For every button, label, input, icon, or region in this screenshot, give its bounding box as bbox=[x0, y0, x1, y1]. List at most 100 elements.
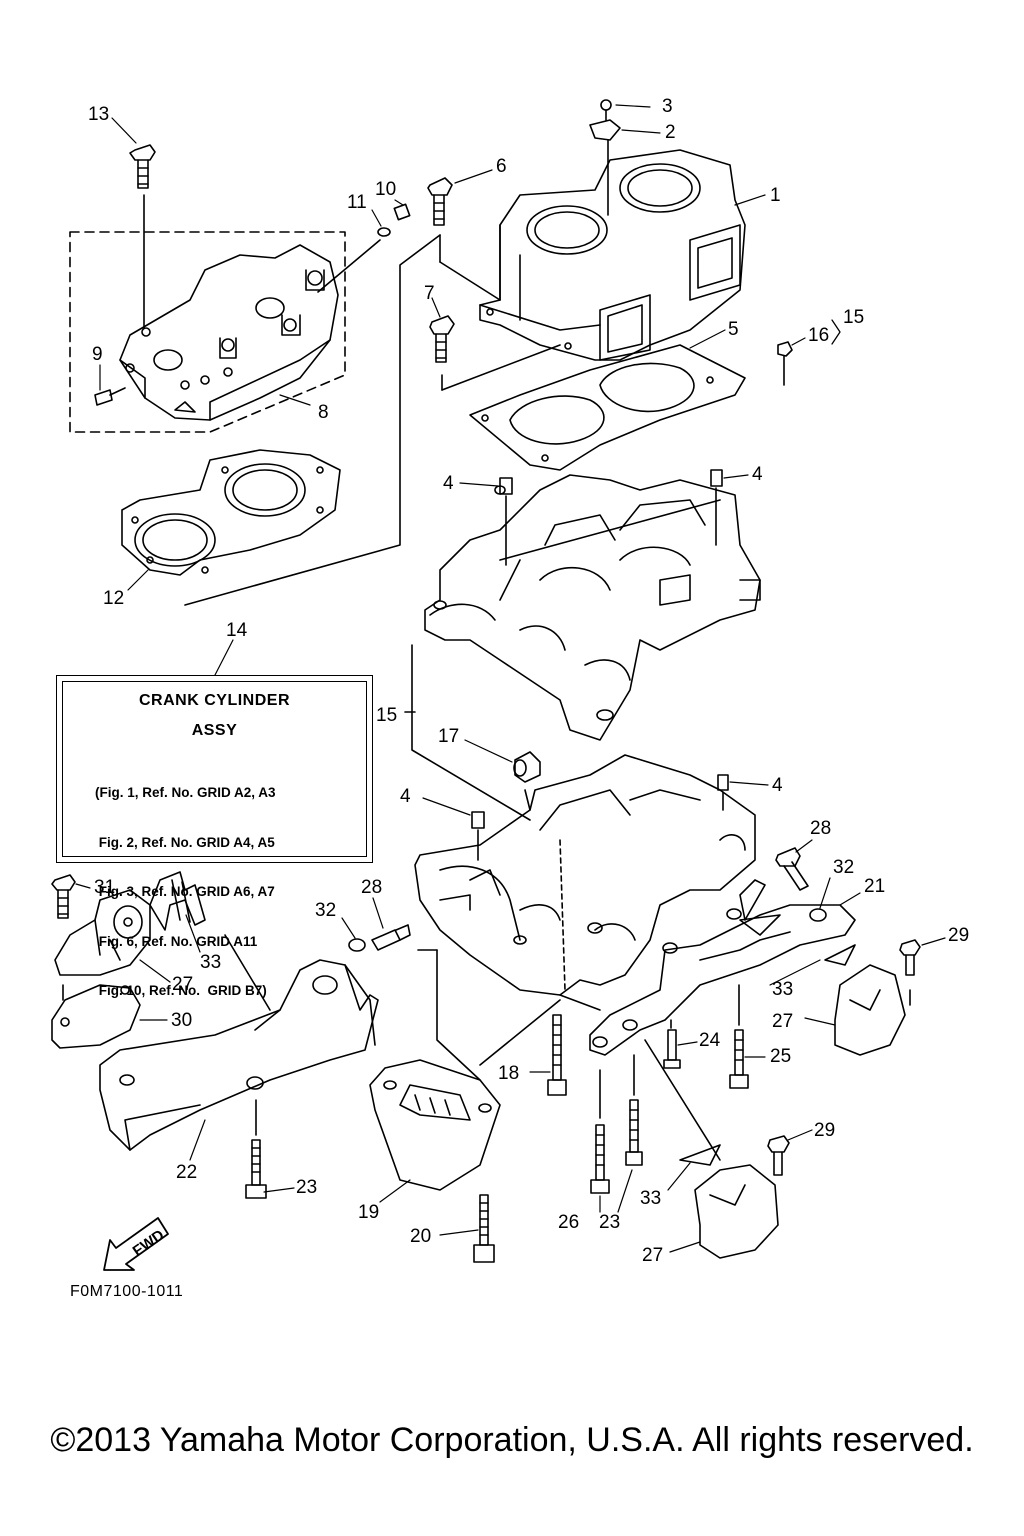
callout-31: 31 bbox=[94, 877, 116, 898]
crankcase-lower bbox=[414, 754, 756, 996]
bolt-18 bbox=[547, 1014, 567, 1096]
copyright-notice: ©2013 Yamaha Motor Corporation, U.S.A. A… bbox=[50, 1421, 974, 1459]
callout-4d: 4 bbox=[772, 775, 783, 796]
callout-20: 20 bbox=[410, 1226, 432, 1247]
callout-32-left: 32 bbox=[315, 900, 337, 921]
diagram-code: F0M7100-1011 bbox=[70, 1283, 184, 1300]
plug-10 bbox=[317, 203, 411, 293]
callout-23-right: 23 bbox=[599, 1212, 621, 1233]
callout-33-right-upper: 33 bbox=[772, 979, 794, 1000]
callout-28-right: 28 bbox=[810, 818, 832, 839]
info-ref-line: (Fig. 1, Ref. No. GRID A2, A3 bbox=[95, 785, 276, 800]
callout-22: 22 bbox=[176, 1162, 198, 1183]
callout-4a: 4 bbox=[443, 473, 454, 494]
dowel-4c bbox=[471, 811, 485, 861]
callout-33-right-lower: 33 bbox=[640, 1188, 662, 1209]
gasket-5 bbox=[469, 344, 746, 471]
engine-mount-19 bbox=[369, 1059, 501, 1191]
callout-1: 1 bbox=[770, 185, 781, 206]
callout-32-right: 32 bbox=[833, 857, 855, 878]
cushion-33-left bbox=[149, 871, 206, 931]
callout-16: 16 bbox=[808, 325, 830, 346]
washer-32-left bbox=[348, 938, 366, 952]
callout-18: 18 bbox=[498, 1063, 520, 1084]
crank-cylinder-assy-box: CRANK CYLINDER ASSY (Fig. 1, Ref. No. GR… bbox=[56, 675, 373, 998]
info-box-title: CRANK CYLINDER bbox=[139, 692, 290, 709]
callout-7: 7 bbox=[424, 283, 435, 304]
cylinder-block bbox=[479, 149, 746, 361]
callout-9: 9 bbox=[92, 344, 103, 365]
info-ref-line: Fig. 10, Ref. No. GRID B7) bbox=[95, 983, 267, 998]
callout-30: 30 bbox=[171, 1010, 193, 1031]
leader-lines bbox=[75, 104, 946, 1253]
callout-24: 24 bbox=[699, 1030, 721, 1051]
callout-5: 5 bbox=[728, 319, 739, 340]
dowel-4d bbox=[717, 774, 729, 811]
callout-11: 11 bbox=[347, 192, 367, 213]
engine-mount-27-right-lower bbox=[644, 1039, 779, 1259]
callout-25: 25 bbox=[770, 1046, 792, 1067]
callout-4c: 4 bbox=[400, 786, 411, 807]
callout-10: 10 bbox=[375, 179, 397, 200]
callout-29-lower: 29 bbox=[814, 1120, 836, 1141]
bolt-29-lower bbox=[767, 1135, 790, 1176]
callout-3: 3 bbox=[662, 96, 673, 117]
dowel-4b bbox=[710, 469, 723, 546]
callout-26: 26 bbox=[558, 1212, 580, 1233]
cylinder-head bbox=[69, 231, 346, 433]
callout-12: 12 bbox=[103, 588, 125, 609]
callout-23-left: 23 bbox=[296, 1177, 318, 1198]
callout-27-right-upper: 27 bbox=[772, 1011, 794, 1032]
bolt-24 bbox=[663, 1029, 681, 1069]
callout-29-upper: 29 bbox=[948, 925, 970, 946]
callout-14: 14 bbox=[226, 620, 248, 641]
bolt-28-left bbox=[371, 924, 411, 951]
head-gasket-12 bbox=[121, 234, 441, 606]
callout-13: 13 bbox=[88, 104, 110, 125]
dowel-4a bbox=[499, 477, 513, 566]
washer-32-right bbox=[809, 908, 827, 922]
stud-23-right bbox=[625, 1054, 643, 1166]
mount-bracket-21 bbox=[589, 879, 856, 1056]
callout-17: 17 bbox=[438, 726, 460, 747]
callout-19: 19 bbox=[358, 1202, 380, 1223]
bolt-9 bbox=[94, 387, 126, 406]
callout-27-left: 27 bbox=[172, 974, 194, 995]
bolt-28-right bbox=[775, 847, 809, 891]
info-box-inner: CRANK CYLINDER ASSY (Fig. 1, Ref. No. GR… bbox=[62, 681, 367, 998]
callout-33-left: 33 bbox=[200, 952, 222, 973]
info-box-refs: (Fig. 1, Ref. No. GRID A2, A3 Fig. 2, Re… bbox=[95, 752, 276, 1033]
info-ref-line: Fig. 3, Ref. No. GRID A6, A7 bbox=[95, 884, 275, 899]
crankcase-upper bbox=[424, 474, 761, 741]
spacer-30 bbox=[51, 984, 141, 1049]
stud-23-left bbox=[245, 1139, 267, 1199]
callout-2: 2 bbox=[665, 122, 676, 143]
stud-16 bbox=[777, 341, 793, 386]
callout-4b: 4 bbox=[752, 464, 763, 485]
assembly-line-15 bbox=[404, 644, 531, 821]
callout-15b: 15 bbox=[376, 705, 398, 726]
bolt-13 bbox=[129, 144, 156, 329]
bearing-17 bbox=[513, 751, 541, 783]
info-ref-line: Fig. 2, Ref. No. GRID A4, A5 bbox=[95, 834, 275, 850]
info-ref-line: Fig. 6, Ref. No. GRID A11 bbox=[95, 933, 258, 949]
callout-15a: 15 bbox=[843, 307, 865, 328]
bolt-6 bbox=[427, 177, 501, 301]
bolt-26 bbox=[590, 1069, 610, 1194]
callout-21: 21 bbox=[864, 876, 886, 897]
callout-28-left: 28 bbox=[361, 877, 383, 898]
bolt-31 bbox=[51, 874, 76, 1001]
fwd-arrow-icon: FWD bbox=[103, 1217, 169, 1271]
info-box-subtitle: ASSY bbox=[191, 722, 238, 739]
callout-6: 6 bbox=[496, 156, 507, 177]
bolt-7 bbox=[429, 315, 561, 391]
bracket-2 bbox=[589, 99, 621, 216]
bolt-29-upper bbox=[899, 939, 921, 1006]
callout-8: 8 bbox=[318, 402, 329, 423]
engine-mount-27-right-upper bbox=[824, 944, 906, 1056]
bolt-20 bbox=[473, 1194, 495, 1263]
forward-arrow: FWD bbox=[100, 1210, 180, 1285]
callout-27-right-lower: 27 bbox=[642, 1245, 664, 1266]
bolt-25 bbox=[729, 1029, 749, 1089]
